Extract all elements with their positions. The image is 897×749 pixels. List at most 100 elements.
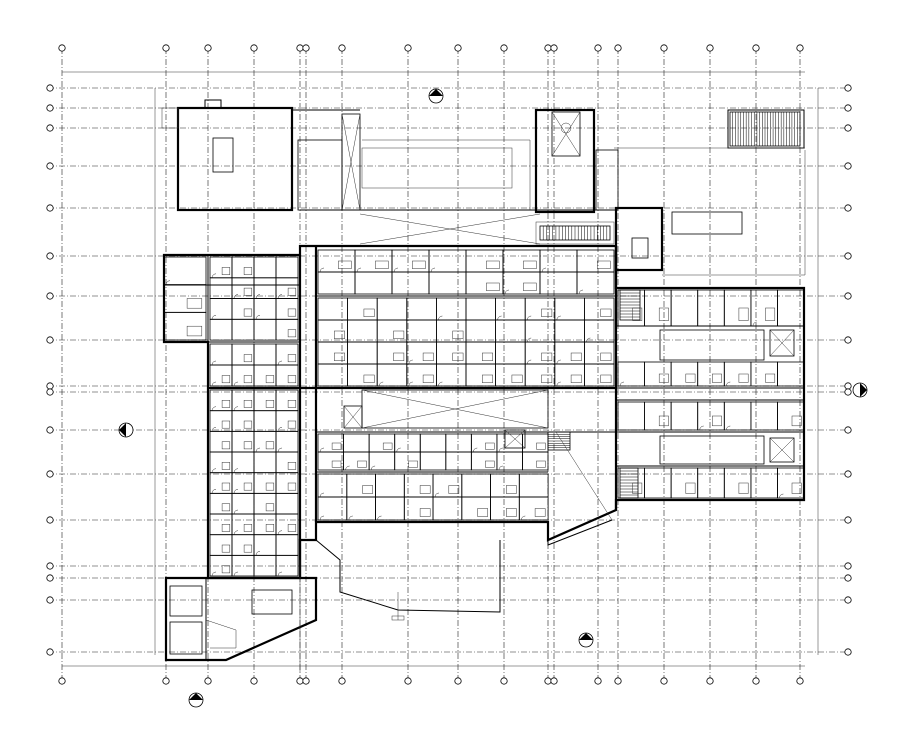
grid-bubble-icon xyxy=(500,44,508,52)
room xyxy=(777,289,805,327)
room xyxy=(354,271,393,295)
room xyxy=(435,297,467,321)
door-swing xyxy=(726,381,731,387)
room-fixture xyxy=(738,373,749,383)
door-swing xyxy=(277,427,283,432)
room-fixture xyxy=(287,354,297,363)
room-fixture xyxy=(412,260,426,269)
room xyxy=(253,343,277,366)
room-fixture xyxy=(422,374,434,383)
section-marker-icon xyxy=(852,382,868,398)
grid-bubble-icon xyxy=(796,677,804,685)
room xyxy=(343,433,370,453)
room xyxy=(554,297,585,321)
room xyxy=(428,249,467,273)
grid-bubble-icon xyxy=(302,677,310,685)
grid-bubble-icon xyxy=(614,677,622,685)
grid-bubble-icon xyxy=(706,677,714,685)
room xyxy=(461,473,491,498)
room xyxy=(584,363,615,387)
room xyxy=(539,249,578,273)
grid-bubble-icon xyxy=(296,677,304,685)
door-swing xyxy=(211,315,217,320)
door-swing xyxy=(277,447,283,453)
grid-bubble-icon xyxy=(46,562,54,570)
grid-bubble-icon xyxy=(46,252,54,260)
grid-bubble-icon xyxy=(614,44,622,52)
door-swing xyxy=(211,427,217,432)
room-fixture xyxy=(221,482,231,491)
room-fixture xyxy=(658,373,669,383)
room-fixture xyxy=(570,374,582,383)
room xyxy=(723,401,752,431)
room xyxy=(432,496,463,521)
room xyxy=(317,363,349,387)
door-swing xyxy=(255,294,261,299)
room-fixture xyxy=(221,420,231,429)
grid-bubble-icon xyxy=(454,677,462,685)
room-fixture xyxy=(243,267,253,275)
door-swing xyxy=(211,406,217,411)
room-fixture xyxy=(632,482,643,494)
room xyxy=(777,361,805,387)
north-arrow-icon xyxy=(428,88,444,104)
room-fixture xyxy=(221,524,231,532)
room xyxy=(368,451,396,471)
grid-bubble-icon xyxy=(594,44,602,52)
room xyxy=(750,401,778,431)
room-fixture xyxy=(221,565,231,574)
room-fixture xyxy=(243,287,253,296)
room-fixture xyxy=(511,374,523,383)
room xyxy=(539,271,578,295)
room xyxy=(495,297,526,321)
door-swing xyxy=(752,321,757,327)
room xyxy=(554,319,585,343)
room xyxy=(750,467,778,499)
section-marker-icon xyxy=(118,422,134,438)
grid-bubble-icon xyxy=(46,382,54,390)
grid-bubble-icon xyxy=(46,388,54,396)
door-swing xyxy=(233,509,239,515)
room-fixture xyxy=(482,374,493,383)
room-fixture xyxy=(393,352,405,361)
room-fixture xyxy=(287,400,297,408)
door-swing xyxy=(277,294,283,299)
room xyxy=(518,496,549,521)
grid-bubble-icon xyxy=(844,104,852,112)
room-fixture xyxy=(536,460,546,468)
room-fixture xyxy=(712,373,722,383)
room-partitions xyxy=(163,249,805,577)
door-swing xyxy=(541,267,547,273)
door-swing xyxy=(233,571,239,577)
room-fixture xyxy=(600,374,612,383)
room xyxy=(584,319,615,343)
door-swing xyxy=(393,267,399,273)
door-swing xyxy=(233,489,239,494)
room-fixture xyxy=(486,282,500,291)
grid-bubble-icon xyxy=(844,562,852,570)
room xyxy=(495,319,526,343)
room-fixture xyxy=(243,354,253,363)
room-fixture xyxy=(338,260,352,269)
room-fixture xyxy=(243,375,253,384)
room xyxy=(253,256,277,279)
grid-bubble-icon xyxy=(296,44,304,52)
door-swing xyxy=(438,315,443,321)
door-swing xyxy=(726,425,731,431)
grid-bubble-icon xyxy=(46,516,54,524)
door-swing xyxy=(377,515,382,521)
door-swing xyxy=(378,381,384,387)
central-atrium xyxy=(343,389,571,451)
grid-bubble-icon xyxy=(46,204,54,212)
door-swing xyxy=(211,468,217,473)
room-fixture xyxy=(600,308,612,317)
room xyxy=(445,433,472,453)
room-fixture xyxy=(452,330,464,339)
lower-left-annex xyxy=(164,576,318,662)
room xyxy=(317,297,349,321)
room-fixture xyxy=(791,415,802,427)
door-swing xyxy=(578,289,584,295)
door-swing xyxy=(255,315,261,320)
canopy-area xyxy=(300,209,616,245)
room xyxy=(231,318,255,341)
